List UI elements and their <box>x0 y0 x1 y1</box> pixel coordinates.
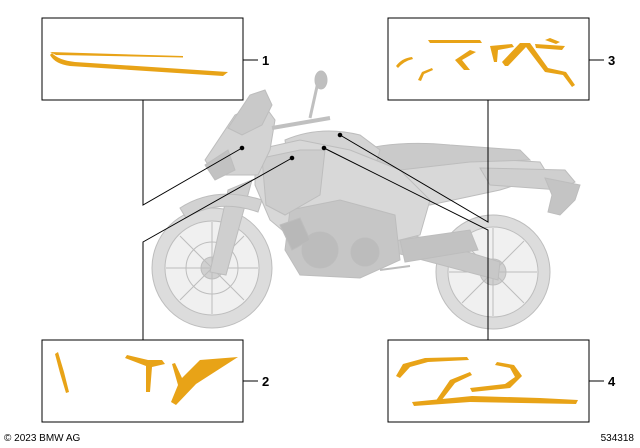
decal-3-c <box>428 40 482 43</box>
callout-number-4: 4 <box>608 374 616 389</box>
leader-3 <box>339 100 489 223</box>
decal-3-e <box>490 44 514 62</box>
decal-2-left <box>55 352 69 393</box>
decal-3-g <box>535 44 565 50</box>
exhaust <box>399 229 479 263</box>
decal-4-mid <box>435 372 472 402</box>
decal-1-stripe-top <box>50 52 183 58</box>
decal-4-right <box>470 362 522 392</box>
motorcycle-illustration <box>151 70 581 330</box>
leader-2 <box>142 157 293 340</box>
leader-1 <box>142 100 243 206</box>
decal-1-stripe-bottom <box>50 53 228 76</box>
copyright-text: © 2023 BMW AG <box>4 433 81 444</box>
decal-2-mid <box>125 355 165 392</box>
decal-3-b <box>418 68 433 81</box>
decal-3-h <box>545 38 560 44</box>
front-fender <box>179 193 263 219</box>
decal-4-bottom <box>412 396 578 406</box>
decal-4-left <box>396 357 469 378</box>
decal-3-a <box>396 57 413 68</box>
cylinder-head <box>279 217 311 251</box>
callout-box-2 <box>41 339 258 423</box>
callout-number-1: 1 <box>262 53 270 68</box>
windshield <box>227 89 273 136</box>
diagram-id: 534318 <box>600 433 634 444</box>
leader-4 <box>323 147 489 340</box>
callout-number-3: 3 <box>608 53 616 68</box>
rear-mudguard <box>544 177 581 216</box>
leader-lines <box>142 100 489 340</box>
decal-2-right <box>171 357 238 405</box>
callout-box-1 <box>41 17 258 101</box>
callout-box-3 <box>387 17 604 101</box>
decal-3-d <box>455 50 476 70</box>
callout-box-4 <box>387 339 604 423</box>
callout-number-2: 2 <box>262 374 270 389</box>
